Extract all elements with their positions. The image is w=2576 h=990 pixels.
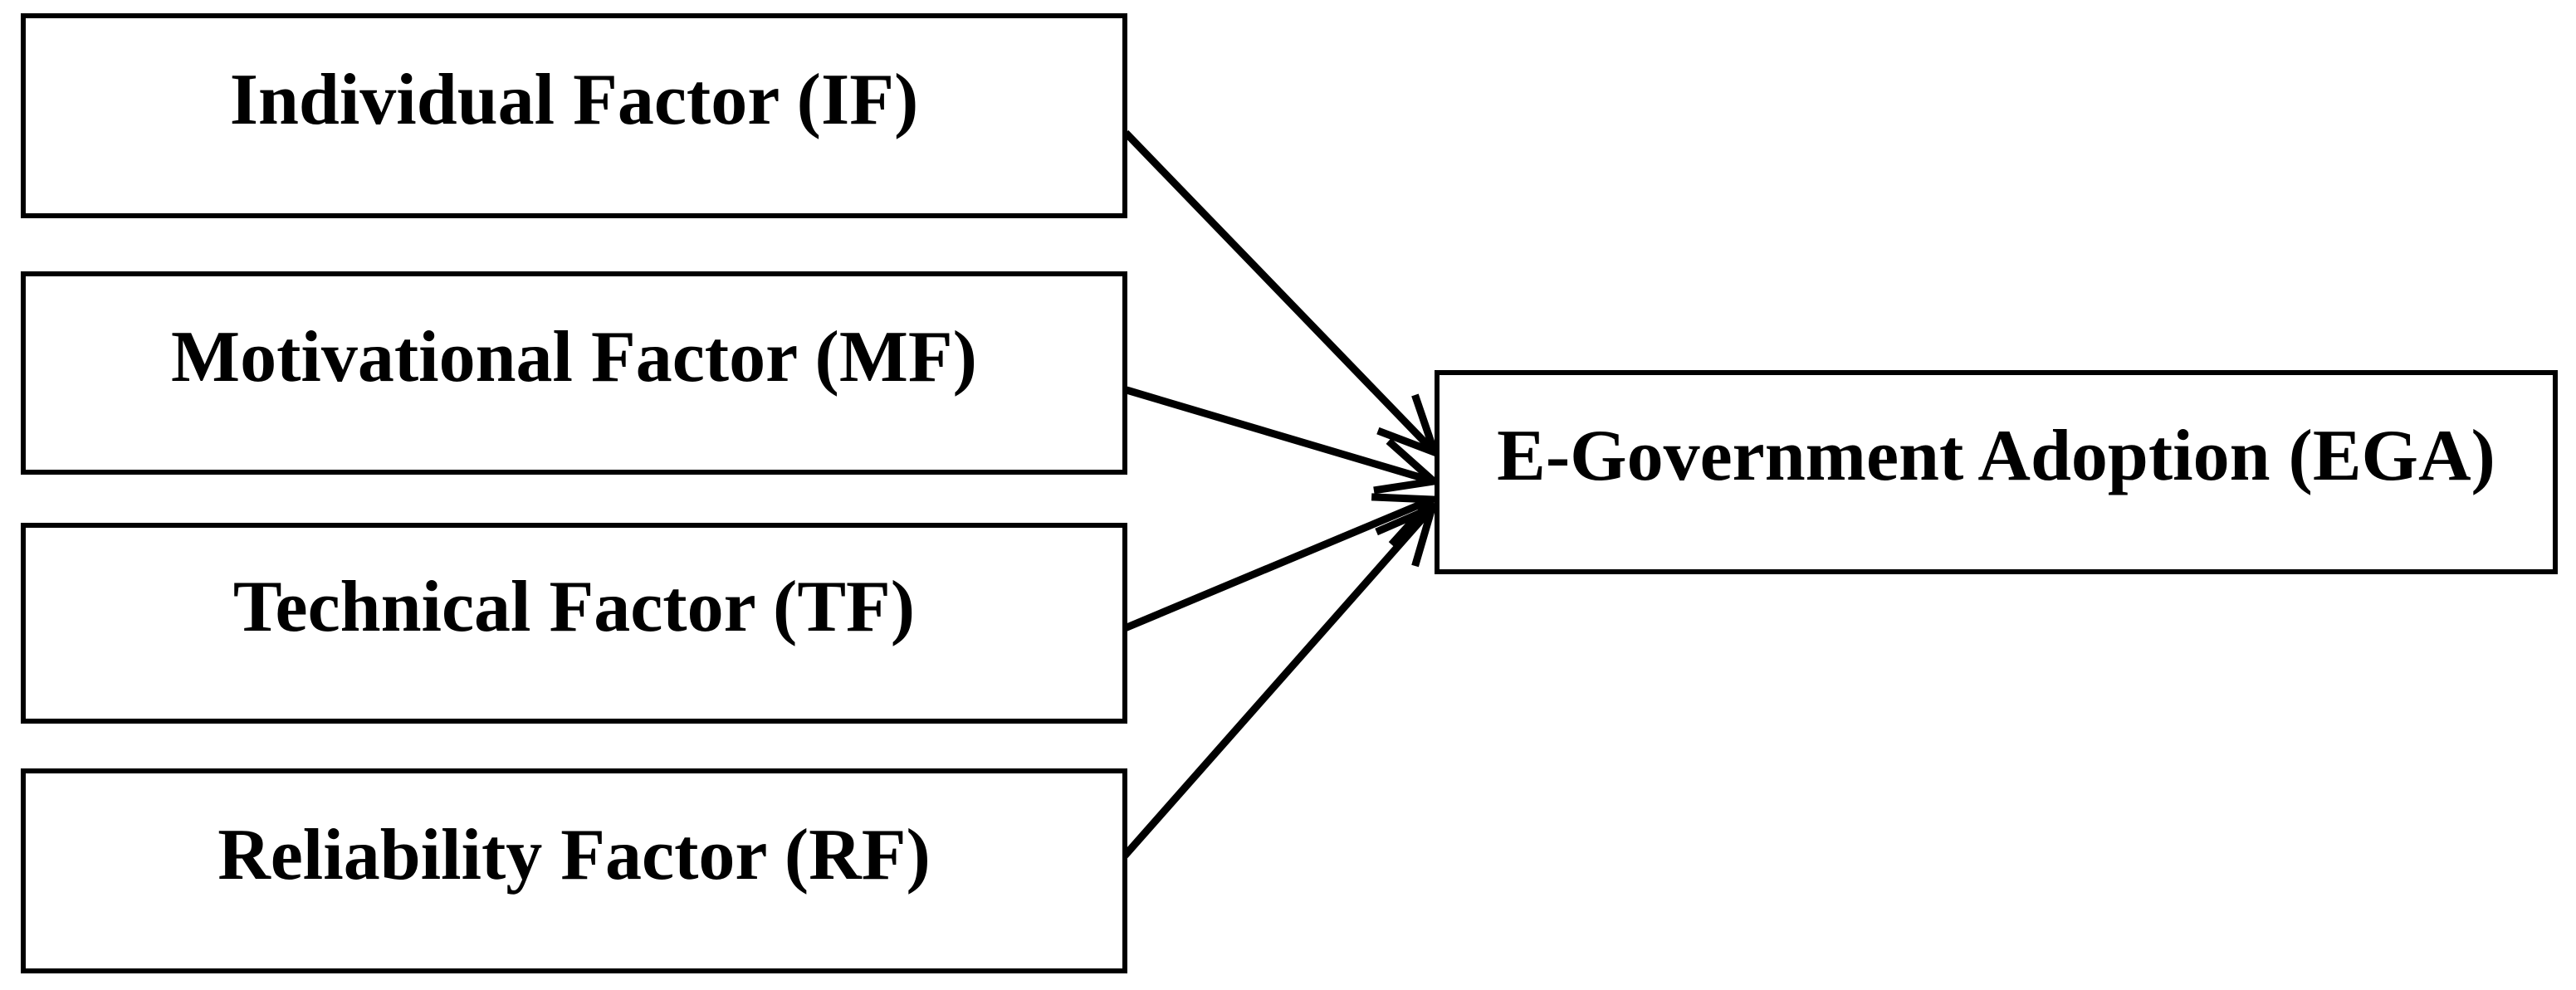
node-egovernment-adoption: E-Government Adoption (EGA): [1435, 370, 2558, 574]
arrow-mf-to-ega: [1125, 386, 1434, 481]
node-egovernment-adoption-label: E-Government Adoption (EGA): [1497, 416, 2495, 496]
node-motivational-factor-label: Motivational Factor (MF): [171, 316, 977, 397]
node-technical-factor-label: Technical Factor (TF): [232, 567, 916, 647]
node-motivational-factor: Motivational Factor (MF): [21, 271, 1127, 475]
arrow-rf-to-ega: [1122, 508, 1432, 858]
node-reliability-factor-label: Reliability Factor (RF): [218, 814, 931, 895]
arrow-if-to-ega: [1122, 129, 1435, 452]
node-individual-factor: Individual Factor (IF): [21, 13, 1127, 218]
node-reliability-factor: Reliability Factor (RF): [21, 768, 1127, 973]
node-technical-factor: Technical Factor (TF): [21, 523, 1127, 724]
node-individual-factor-label: Individual Factor (IF): [229, 59, 919, 140]
